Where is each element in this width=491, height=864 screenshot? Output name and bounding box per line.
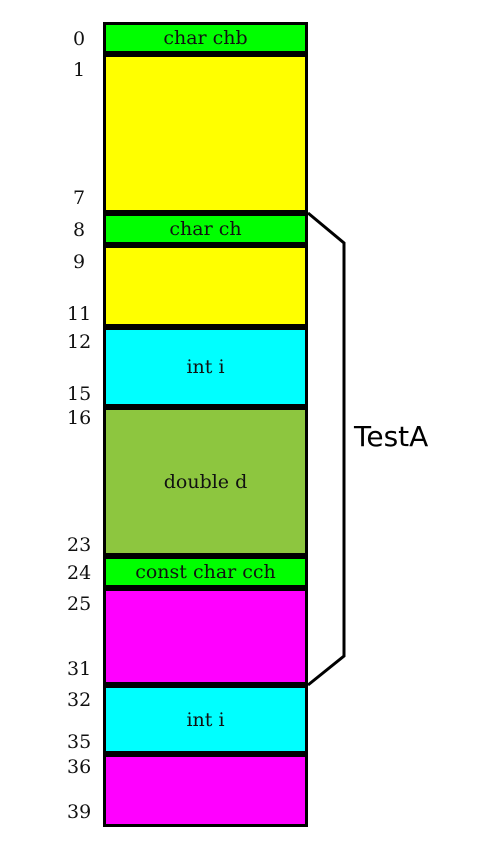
- offset-label-36: 36: [67, 756, 92, 778]
- offset-label-12: 12: [67, 331, 92, 353]
- offset-label-24: 24: [67, 562, 92, 584]
- offset-label-25: 25: [67, 593, 92, 615]
- block-const-char-cch: const char cch: [103, 556, 308, 588]
- offset-label-11: 11: [67, 303, 92, 325]
- block-padding-25-31: [103, 588, 308, 685]
- offset-label-7: 7: [73, 187, 86, 209]
- offset-label-0: 0: [73, 28, 86, 50]
- block-int-i-second: int i: [103, 685, 308, 754]
- offset-label-16: 16: [67, 407, 92, 429]
- block-int-i-first: int i: [103, 327, 308, 407]
- offset-label-39: 39: [67, 801, 92, 823]
- block-padding-36-39: [103, 754, 308, 827]
- block-padding-9-11: [103, 245, 308, 327]
- offset-label-15: 15: [67, 383, 92, 405]
- offset-label-9: 9: [73, 251, 86, 273]
- block-padding-1-7: [103, 54, 308, 213]
- block-double-d: double d: [103, 407, 308, 556]
- offset-label-1: 1: [73, 59, 86, 81]
- offset-label-8: 8: [73, 219, 86, 241]
- block-char-chb: char chb: [103, 22, 308, 54]
- offset-label-35: 35: [67, 731, 92, 753]
- offset-label-31: 31: [67, 658, 92, 680]
- block-char-ch: char ch: [103, 213, 308, 245]
- struct-label: TestA: [354, 420, 429, 453]
- offset-label-32: 32: [67, 689, 92, 711]
- offset-label-23: 23: [67, 534, 92, 556]
